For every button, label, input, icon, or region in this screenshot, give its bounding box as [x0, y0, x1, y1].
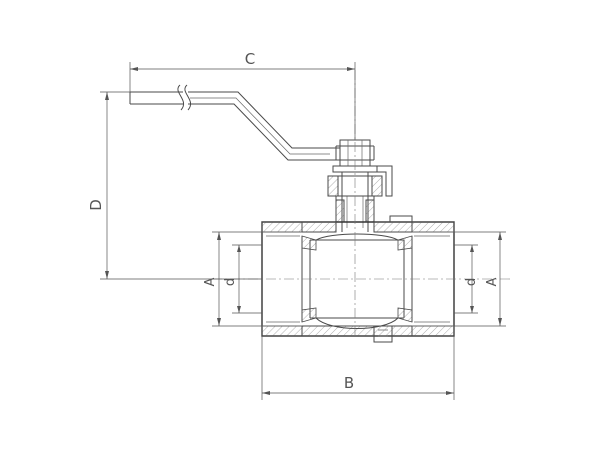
- dimension-label-b: B: [344, 374, 354, 392]
- dimension-c: [129, 62, 356, 140]
- lever-handle: [129, 84, 340, 161]
- dimension-label-a-right: A: [485, 277, 500, 286]
- dimension-a-right: [454, 231, 506, 327]
- valve-body: [261, 215, 455, 343]
- dimension-label-c: C: [245, 50, 255, 68]
- dimension-a-left: [212, 231, 262, 327]
- dimension-b: [261, 336, 455, 400]
- dimension-d-left: [232, 244, 262, 314]
- dimension-label-a-left: A: [203, 277, 218, 286]
- dimension-d-right: [454, 244, 478, 314]
- dimension-label-d-right: d: [464, 278, 479, 286]
- dimension-d: [100, 91, 262, 280]
- dimension-label-d-left: d: [223, 278, 238, 286]
- stem-nut-assembly: [327, 139, 393, 232]
- center-lines: [212, 70, 510, 336]
- dimension-label-d: D: [87, 199, 105, 211]
